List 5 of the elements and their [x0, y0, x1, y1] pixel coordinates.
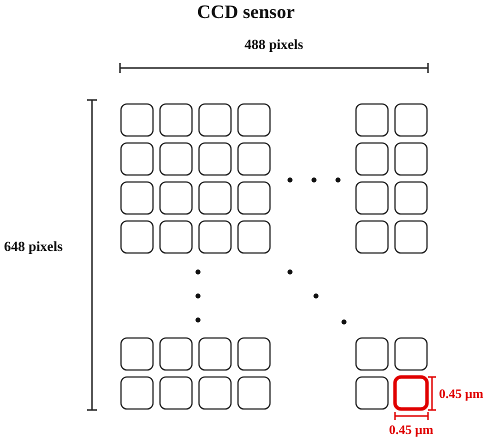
diagram-title: CCD sensor [197, 2, 295, 24]
dimension-label: 648 pixels [4, 240, 63, 256]
dimension-label: 488 pixels [244, 38, 304, 54]
dimension-label: 0.45 µm [389, 422, 434, 438]
dimension-label: 0.45 µm [439, 386, 484, 402]
